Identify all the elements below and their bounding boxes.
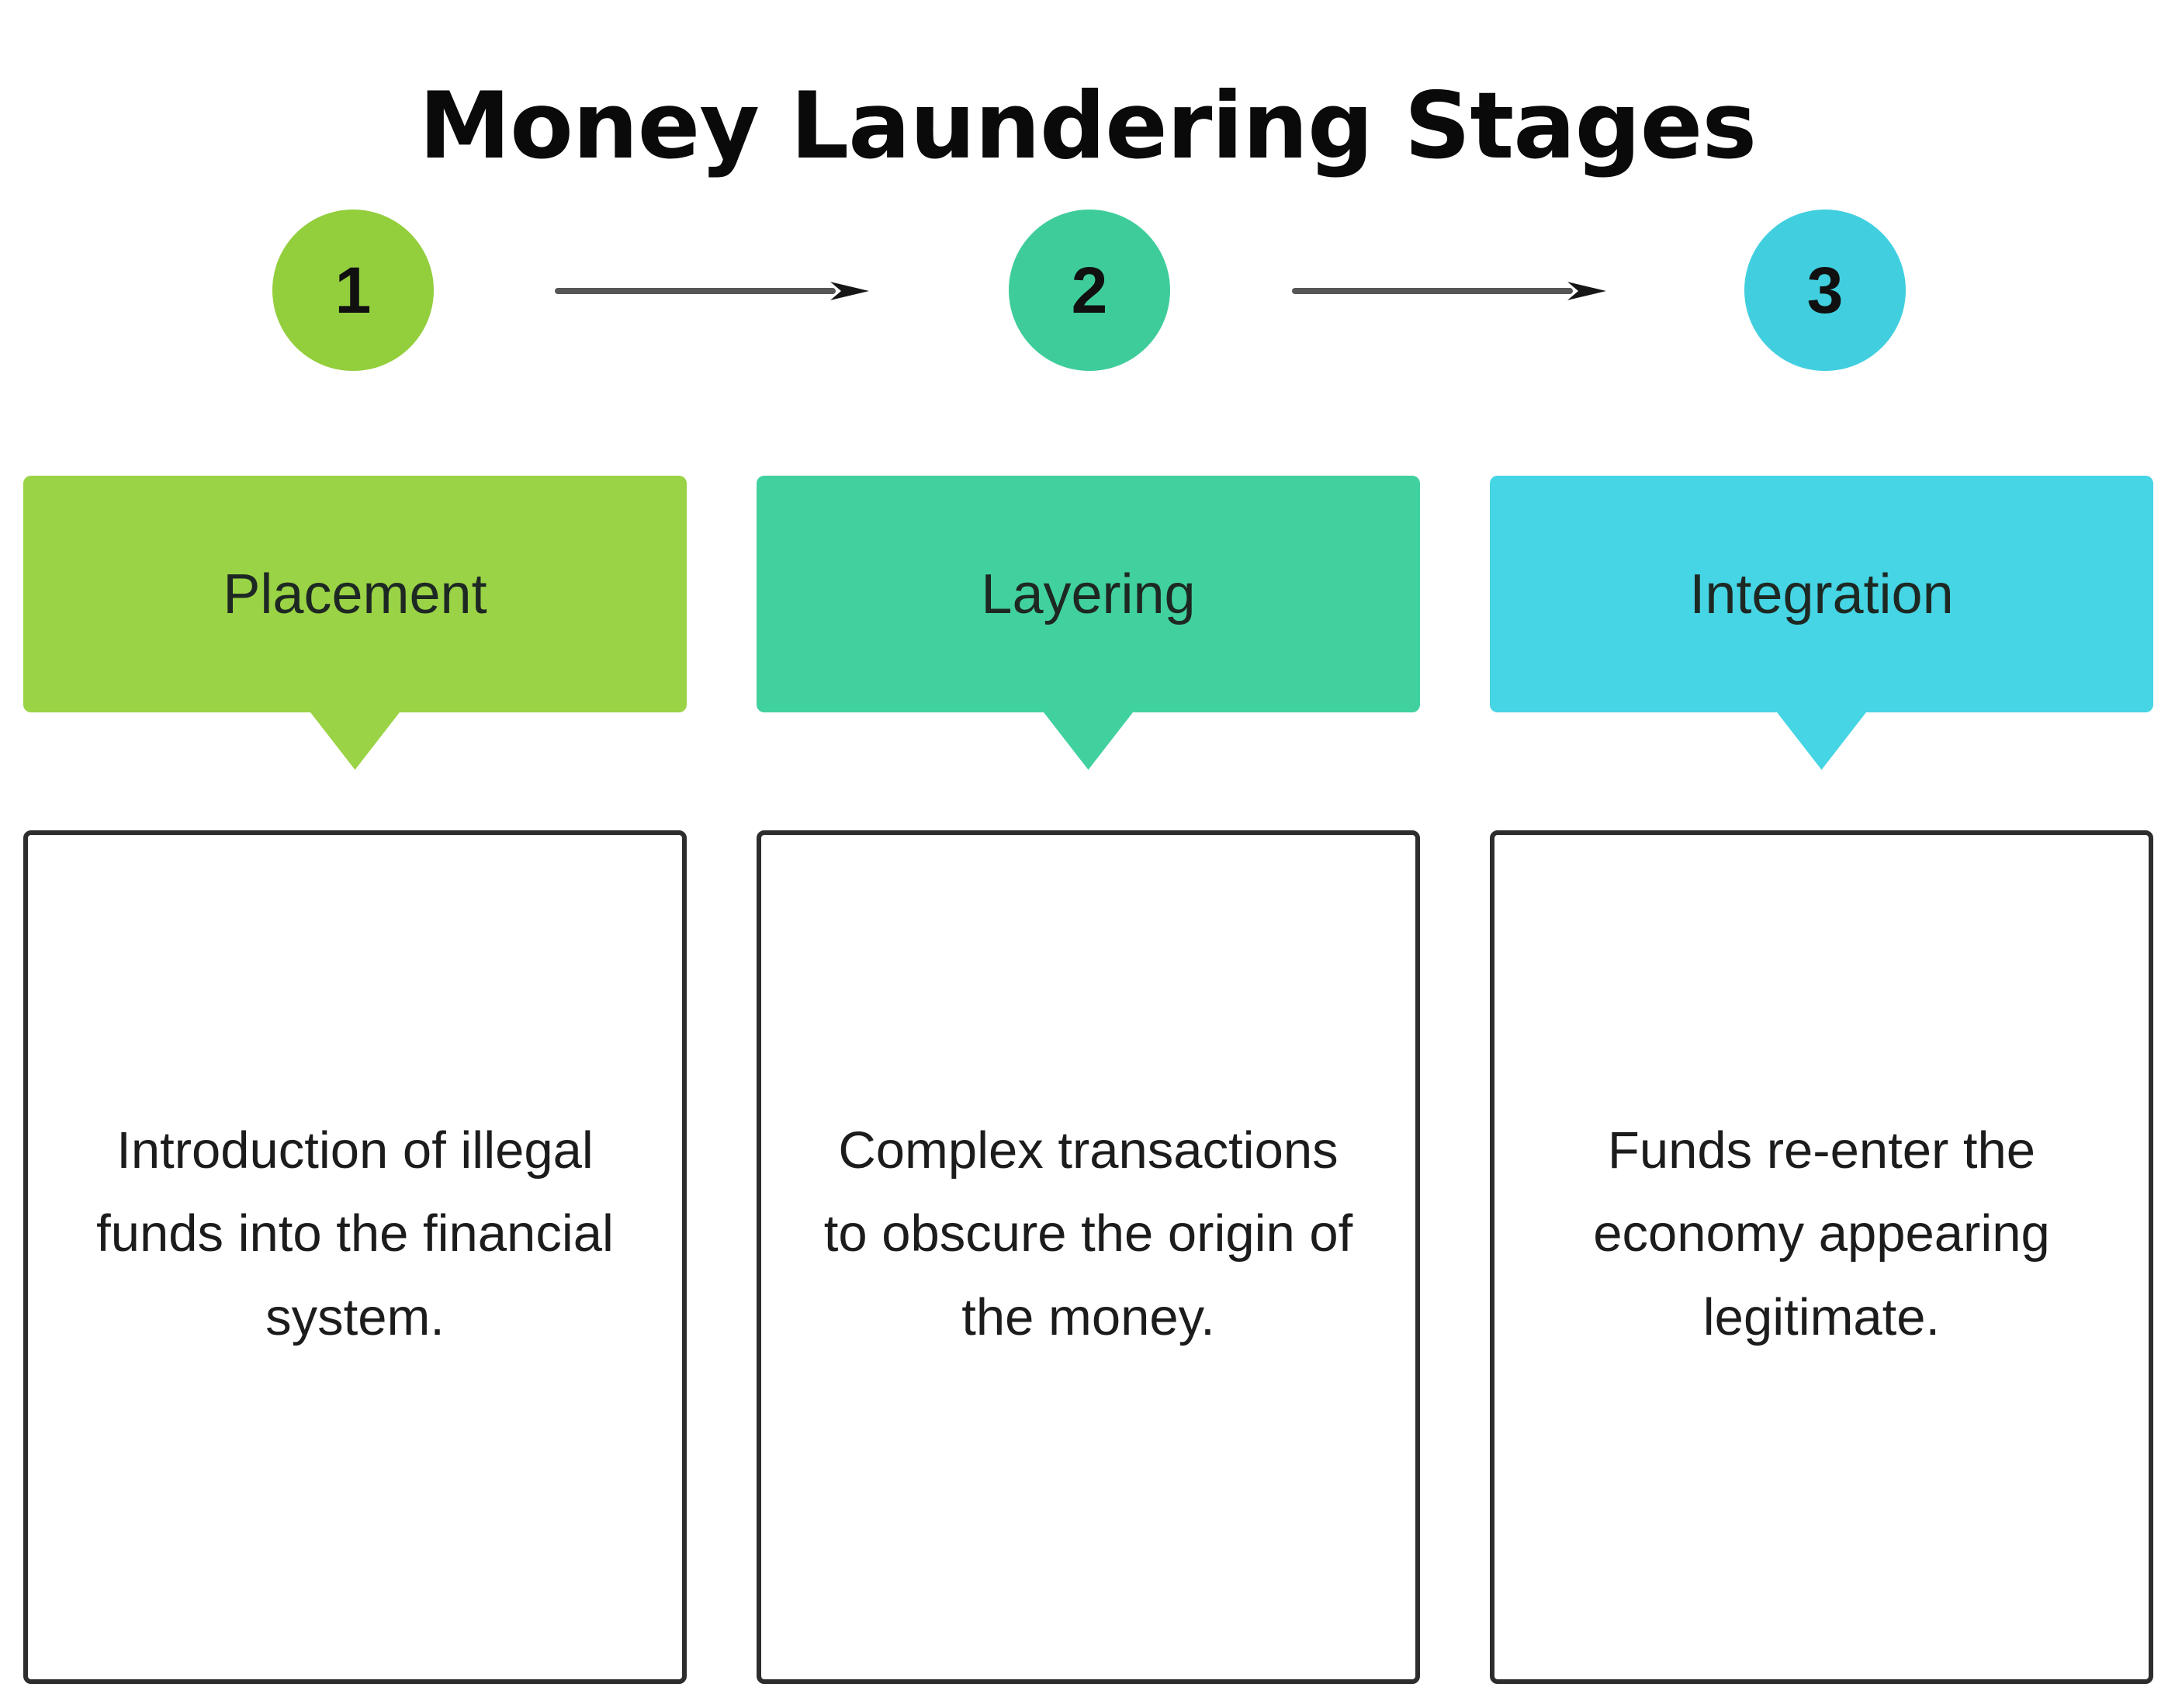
- arrow-shaft: [555, 288, 836, 294]
- page-title: Money Laundering Stages: [418, 72, 1757, 180]
- stage-1-description-box: Introduction of illegal funds into the f…: [23, 830, 687, 1684]
- stage-3-banner: Integration: [1490, 476, 2153, 770]
- flow-arrow-1-icon: [555, 275, 869, 307]
- stage-1-number-badge: 1: [272, 210, 434, 371]
- stage-1-banner-pointer: [309, 711, 401, 770]
- stage-1-label: Placement: [223, 563, 487, 625]
- stage-3-banner-pointer: [1775, 711, 1868, 770]
- stage-3-description: Funds re-enter the economy appearing leg…: [1593, 1121, 2050, 1346]
- stage-2-banner-pointer: [1042, 711, 1134, 770]
- stage-2-description: Complex transactions to obscure the orig…: [823, 1121, 1353, 1346]
- arrow-shaft: [1292, 288, 1573, 294]
- stage-3-description-box: Funds re-enter the economy appearing leg…: [1490, 830, 2153, 1684]
- stage-2-description-box: Complex transactions to obscure the orig…: [757, 830, 1420, 1684]
- stage-1-banner: Placement: [23, 476, 687, 770]
- arrow-head-right-icon: [1567, 282, 1606, 300]
- stage-3-label: Integration: [1689, 563, 1954, 625]
- stage-2-banner: Layering: [757, 476, 1420, 770]
- arrow-head-right-icon: [830, 282, 869, 300]
- stage-3-number-badge: 3: [1744, 210, 1906, 371]
- stage-1-description: Introduction of illegal funds into the f…: [96, 1121, 614, 1346]
- stage-2-number-badge: 2: [1009, 210, 1170, 371]
- flow-arrow-2-icon: [1292, 275, 1606, 307]
- stage-2-label: Layering: [981, 563, 1196, 625]
